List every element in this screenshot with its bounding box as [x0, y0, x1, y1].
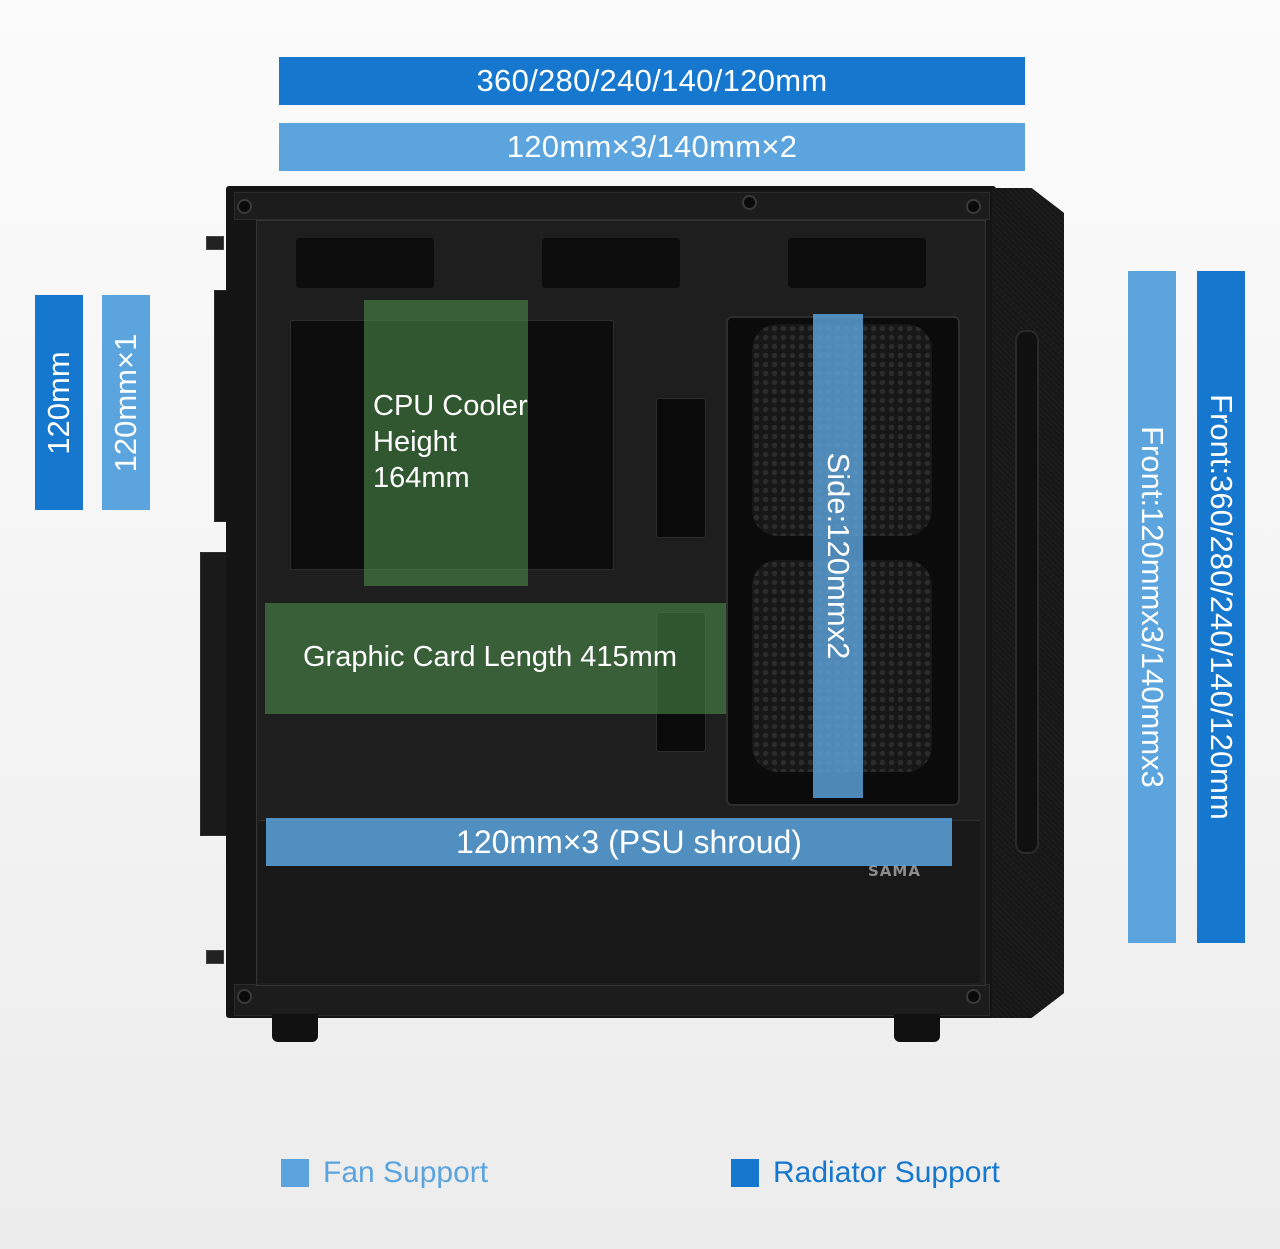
bottom-frame-rail — [234, 984, 990, 1016]
legend-radiator-support: Radiator Support — [731, 1156, 1000, 1190]
graphic-card-length-label: Graphic Card Length 415mm — [303, 641, 677, 673]
thumbscrew-top — [206, 236, 224, 250]
front-radiator-support-bar: Front:360/280/240/140/120mm — [1197, 271, 1245, 943]
top-vent-1 — [296, 238, 434, 288]
fan-support-legend-label: Fan Support — [323, 1156, 489, 1189]
psu-shroud-fan-support-bar — [266, 818, 952, 866]
radiator-support-legend-label: Radiator Support — [773, 1156, 1000, 1189]
side-fan-support-bar — [813, 314, 863, 798]
front-fan-support-label: Front:120mmx3/140mmx3 — [1135, 426, 1170, 788]
top-fan-support-bar: 120mm×3/140mm×2 — [279, 123, 1025, 171]
cable-cutout-upper — [656, 398, 706, 538]
rear-radiator-support-bar: 120mm — [35, 295, 83, 510]
top-radiator-support-label: 360/280/240/140/120mm — [476, 63, 828, 98]
case-foot-left — [272, 1014, 318, 1042]
legend-fan-support: Fan Support — [281, 1156, 488, 1190]
psu-shroud-fan-support-label: 120mm×3 (PSU shroud) — [456, 823, 802, 860]
screw — [237, 199, 252, 214]
front-radiator-support-label: Front:360/280/240/140/120mm — [1204, 394, 1239, 820]
side-fan-support-label: Side:120mmx2 — [821, 452, 856, 660]
case-brand-logo: SAMA — [868, 862, 921, 880]
rear-expansion-slots — [200, 552, 230, 836]
rear-radiator-support-label: 120mm — [41, 350, 76, 455]
front-fan-support-bar: Front:120mmx3/140mmx3 — [1128, 271, 1176, 943]
top-frame-rail — [234, 192, 990, 220]
top-vent-2 — [542, 238, 680, 288]
top-radiator-support-bar: 360/280/240/140/120mm — [279, 57, 1025, 105]
screw — [742, 195, 757, 210]
graphic-card-clearance-overlay — [265, 603, 726, 714]
case-foot-right — [894, 1014, 940, 1042]
rear-fan-support-label: 120mm×1 — [108, 333, 143, 472]
top-vent-3 — [788, 238, 926, 288]
screw — [966, 199, 981, 214]
front-panel-trim — [1015, 330, 1039, 854]
rear-fan-support-bar: 120mm×1 — [102, 295, 150, 510]
fan-support-swatch — [281, 1159, 309, 1187]
screw — [237, 989, 252, 1004]
thumbscrew-bottom — [206, 950, 224, 964]
radiator-support-swatch — [731, 1159, 759, 1187]
cpu-cooler-height-label: CPU Cooler Height 164mm — [373, 390, 528, 494]
screw — [966, 989, 981, 1004]
cpu-cooler-clearance-overlay — [364, 300, 528, 586]
top-fan-support-label: 120mm×3/140mm×2 — [506, 129, 798, 164]
